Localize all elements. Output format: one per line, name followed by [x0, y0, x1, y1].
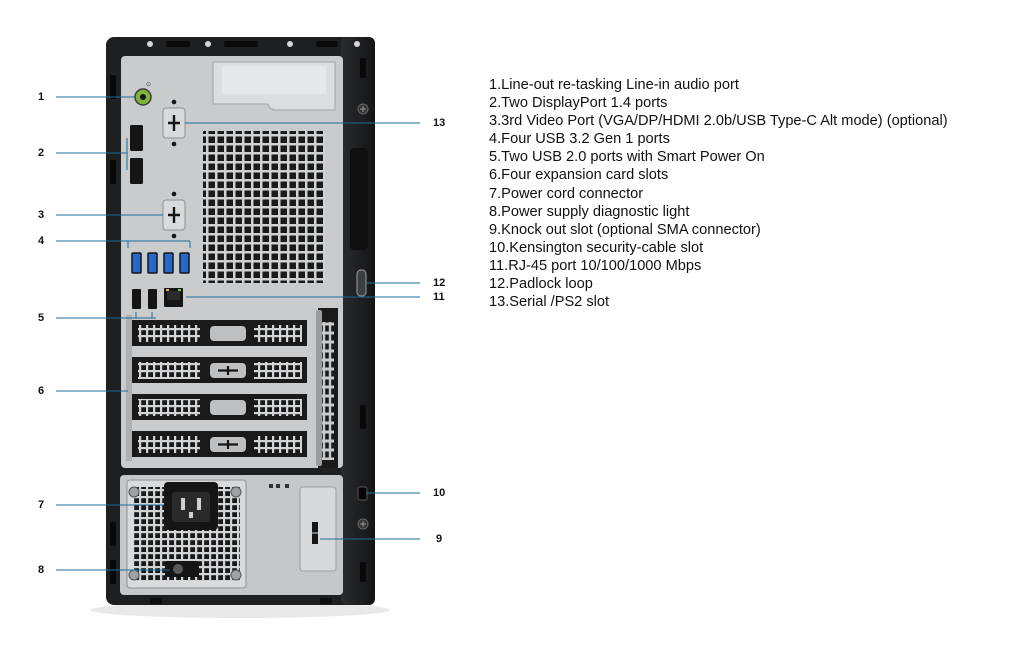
side-slot: [110, 160, 116, 184]
audio-port-jack: [140, 94, 146, 100]
legend-item: 9.Knock out slot (optional SMA connector…: [489, 221, 761, 238]
expansion-slot-3: [127, 394, 307, 420]
chassis-right-wing: [341, 37, 375, 605]
callout-number-9: 9: [436, 533, 443, 545]
usb3-port-group: [131, 252, 190, 274]
top-slot: [166, 41, 190, 47]
main-vent-grid: [203, 131, 325, 283]
leader-line-2: [56, 138, 128, 170]
legend-item: 4.Four USB 3.2 Gen 1 ports: [489, 131, 670, 148]
kensington-slot: [357, 486, 368, 501]
third-video-knockout: [162, 191, 186, 239]
foot: [320, 598, 332, 604]
legend-item: 7.Power cord connector: [489, 185, 644, 202]
expansion-slot-2: [127, 357, 307, 383]
callout-number-6: 6: [38, 385, 45, 397]
callout-number-2: 2: [38, 147, 45, 159]
callout-number-7: 7: [38, 499, 45, 511]
leader-line-5: [56, 312, 156, 319]
leader-line-4: [56, 240, 191, 248]
side-slot: [110, 522, 116, 546]
floor-shadow: [90, 602, 390, 618]
legend-item: 11.RJ-45 port 10/100/1000 Mbps: [489, 257, 702, 274]
side-slot: [360, 405, 366, 429]
top-latch-recess: [222, 66, 326, 94]
legend-list: 1.Line-out re-tasking Line-in audio port…: [489, 76, 948, 311]
foot: [150, 598, 162, 604]
legend-item: 5.Two USB 2.0 ports with Smart Power On: [489, 149, 765, 166]
legend-item: 10.Kensington security-cable slot: [489, 239, 704, 256]
psu-unit: [126, 479, 247, 589]
vertical-latch: [316, 310, 322, 466]
legend-item: 12.Padlock loop: [489, 276, 593, 293]
wing-release-latch: [350, 148, 368, 250]
callout-number-12: 12: [433, 277, 446, 289]
legend-item: 3.3rd Video Port (VGA/DP/HDMI 2.0b/USB T…: [489, 113, 948, 130]
legend-item: 6.Four expansion card slots: [489, 167, 669, 184]
rj45-port: [164, 288, 183, 307]
padlock-loop: [356, 269, 367, 297]
side-slot: [360, 58, 366, 78]
psu-small-icons: [269, 484, 289, 488]
callout-number-11: 11: [433, 291, 445, 303]
top-screw: [205, 41, 211, 47]
wing-screw-cross: [360, 106, 366, 112]
legend-item: 8.Power supply diagnostic light: [489, 203, 690, 220]
callout-number-5: 5: [38, 312, 45, 324]
side-slot: [110, 560, 116, 584]
callout-number-3: 3: [38, 209, 45, 221]
audio-symbol: ⊙: [146, 81, 151, 88]
vertical-vent-grid: [322, 322, 334, 460]
top-slot: [316, 41, 338, 47]
side-slot: [110, 75, 116, 99]
callout-number-4: 4: [38, 235, 45, 247]
expansion-slot-4: [127, 431, 307, 457]
displayport-1: [130, 125, 143, 151]
legend-item: 13.Serial /PS2 slot: [489, 294, 610, 311]
legend-item: 1.Line-out re-tasking Line-in audio port: [489, 77, 739, 93]
top-screw: [147, 41, 153, 47]
callout-number-13: 13: [433, 117, 446, 129]
top-screw: [287, 41, 293, 47]
legend-item: 2.Two DisplayPort 1.4 ports: [489, 95, 668, 112]
top-slot: [224, 41, 258, 47]
slot-latch-bar: [126, 315, 132, 461]
top-screw: [354, 41, 360, 47]
callout-number-10: 10: [433, 487, 446, 499]
expansion-slot-1: [127, 320, 307, 346]
side-slot: [360, 562, 366, 582]
leader-lines: [56, 96, 420, 571]
callout-number-8: 8: [38, 564, 45, 576]
callout-number-1: 1: [38, 91, 45, 103]
displayport-2: [130, 158, 143, 184]
usb2-port-group: [132, 289, 157, 309]
wing-screw-cross: [360, 521, 366, 527]
